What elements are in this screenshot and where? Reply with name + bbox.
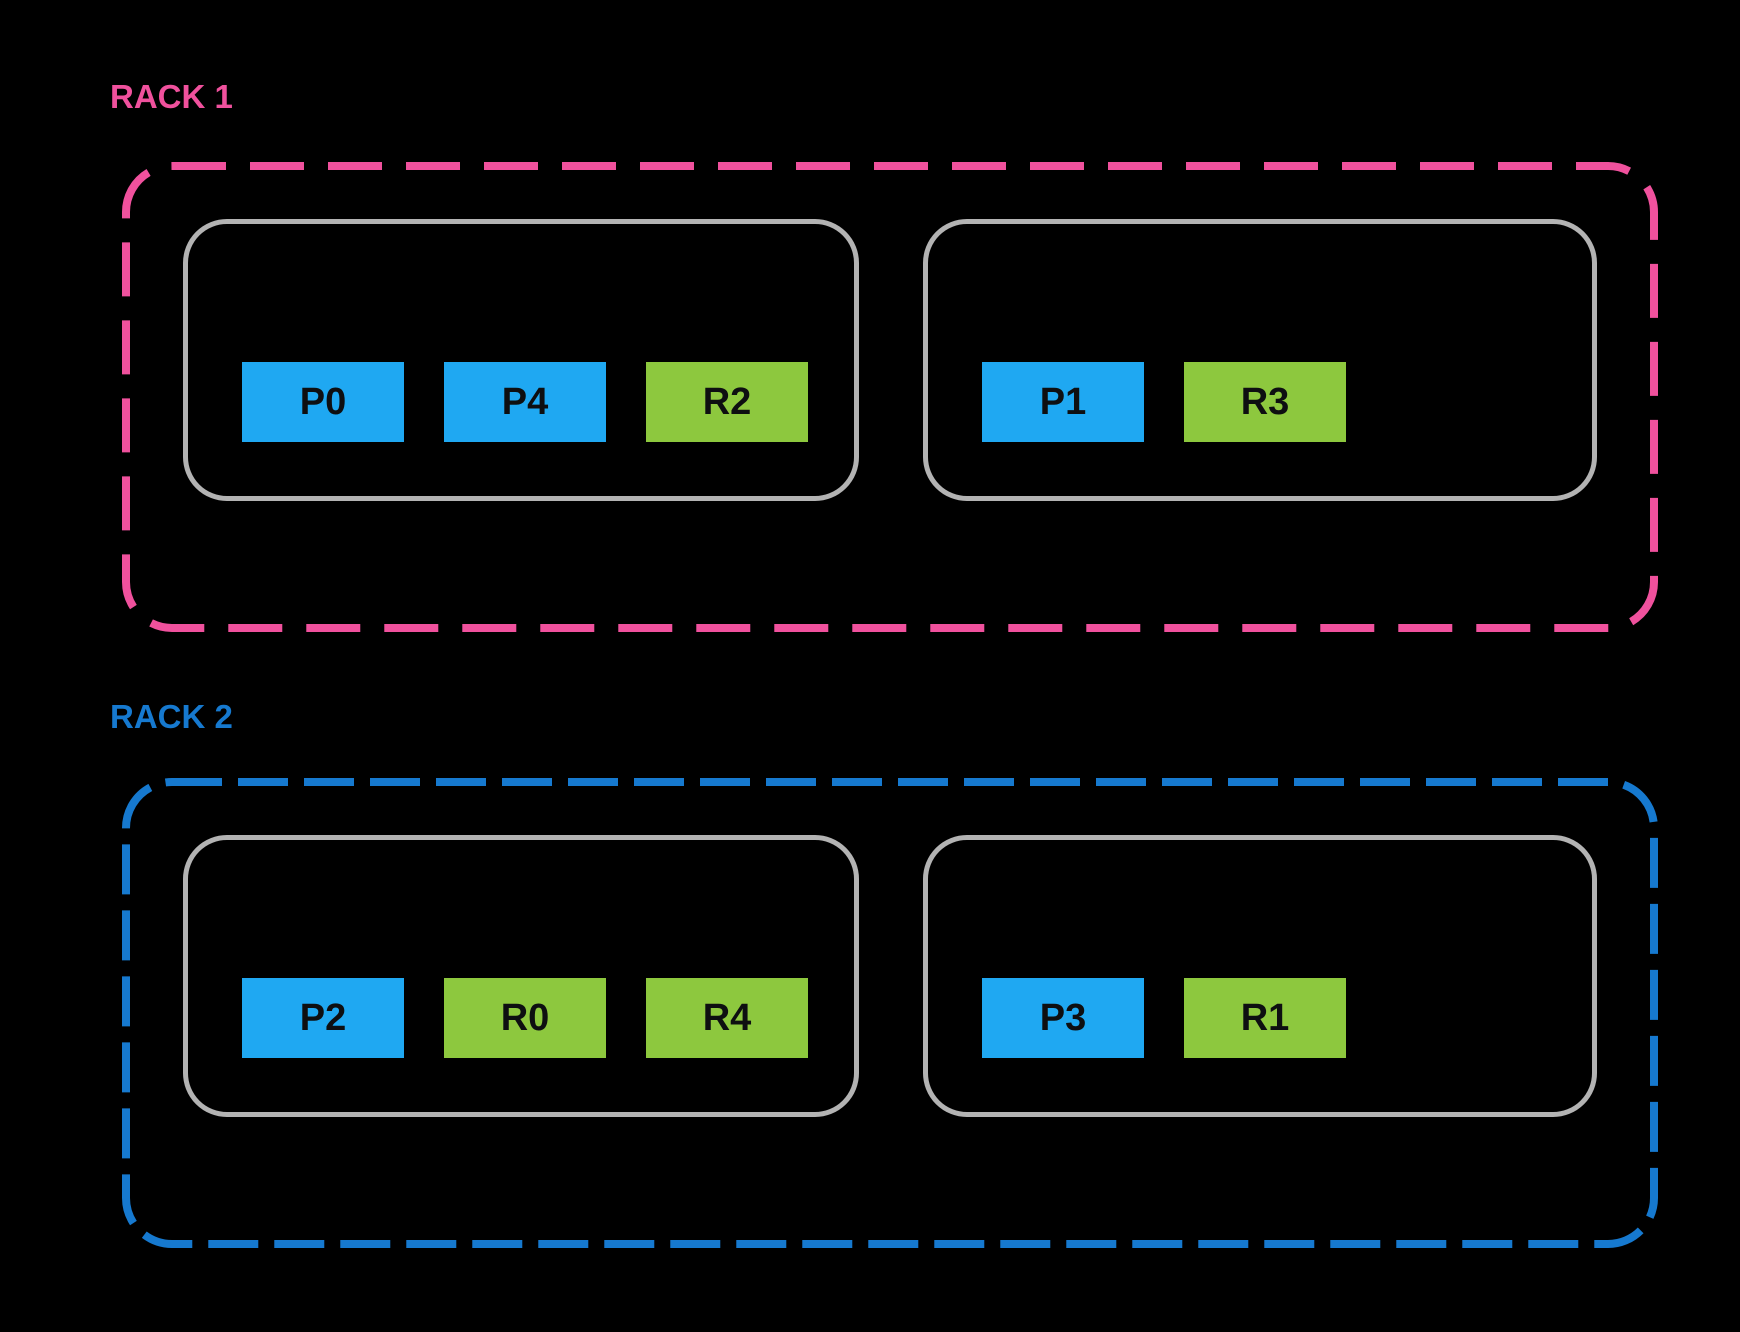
rack-2-node-1: P2 R0 R4 bbox=[183, 835, 859, 1117]
replica-box-r0: R0 bbox=[444, 978, 606, 1058]
rack-2-label: RACK 2 bbox=[110, 698, 233, 735]
partition-box-p3: P3 bbox=[982, 978, 1144, 1058]
rack-1-label: RACK 1 bbox=[110, 78, 233, 115]
partition-box-p4: P4 bbox=[444, 362, 606, 442]
partition-box-p1: P1 bbox=[982, 362, 1144, 442]
replica-box-r4: R4 bbox=[646, 978, 808, 1058]
rack-2-node-2: P3 R1 bbox=[923, 835, 1597, 1117]
rack-1-dashed-border-icon bbox=[122, 162, 1658, 632]
rack-1-node-2: P1 R3 bbox=[923, 219, 1597, 501]
replica-box-r2: R2 bbox=[646, 362, 808, 442]
rack-2-group: P2 R0 R4 P3 R1 bbox=[122, 778, 1658, 1248]
partition-box-p0: P0 bbox=[242, 362, 404, 442]
partition-box-p2: P2 bbox=[242, 978, 404, 1058]
rack-2-dashed-border-icon bbox=[122, 778, 1658, 1248]
replica-box-r1: R1 bbox=[1184, 978, 1346, 1058]
replica-box-r3: R3 bbox=[1184, 362, 1346, 442]
rack-1-group: P0 P4 R2 P1 R3 bbox=[122, 162, 1658, 632]
rack-1-node-1: P0 P4 R2 bbox=[183, 219, 859, 501]
